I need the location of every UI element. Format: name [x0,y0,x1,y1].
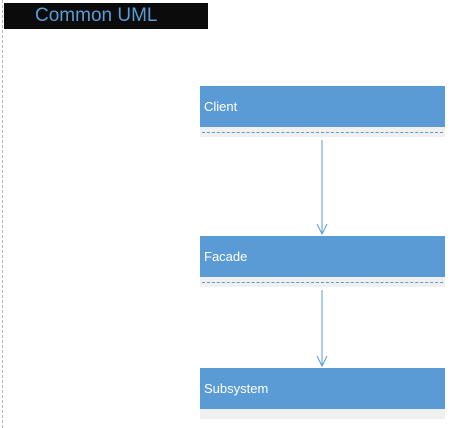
class-subsystem-name: Subsystem [204,381,269,396]
class-subsystem[interactable]: Subsystem [200,368,445,419]
diagram-title: Common UML [35,5,158,26]
class-subsystem-header: Subsystem [200,368,445,409]
class-facade-body [200,277,445,287]
class-facade[interactable]: Facade [200,236,445,287]
title-banner: Common UML [4,3,208,29]
connector-facade-subsystem[interactable] [316,290,328,368]
class-subsystem-body [200,409,445,419]
class-client[interactable]: Client [200,86,445,137]
class-client-name: Client [204,99,238,114]
class-client-header: Client [200,86,445,127]
connector-client-facade[interactable] [316,140,328,236]
arrowhead-icon [316,223,328,236]
class-facade-header: Facade [200,236,445,277]
class-facade-divider [202,282,443,283]
left-guide-line [2,0,3,428]
class-facade-name: Facade [204,249,248,264]
arrowhead-icon [316,355,328,368]
class-client-body [200,127,445,137]
class-client-divider [202,132,443,133]
